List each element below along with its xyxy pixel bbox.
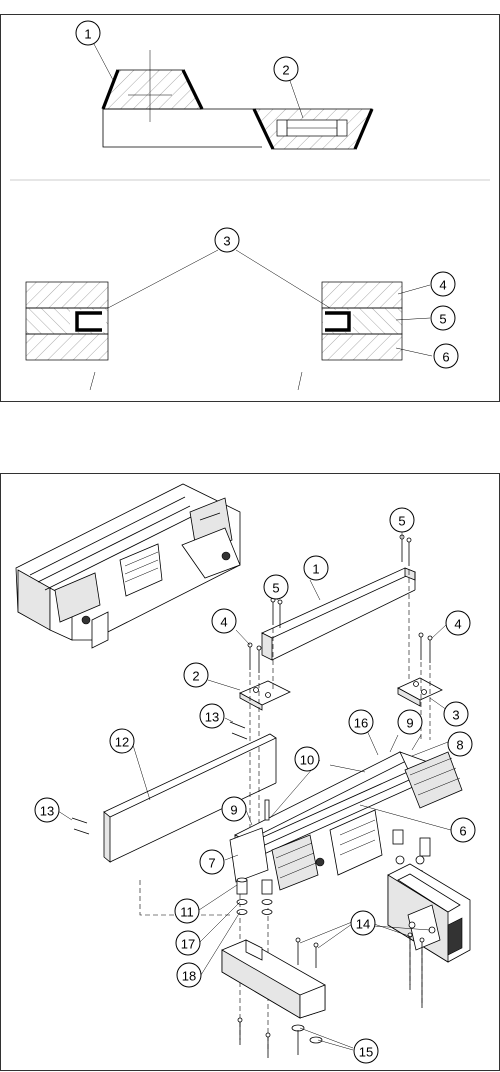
callout-b13-left: 13 xyxy=(35,798,59,822)
svg-text:5: 5 xyxy=(272,581,279,596)
callout-b15: 15 xyxy=(354,1039,378,1063)
callout-b5-left: 5 xyxy=(264,575,288,599)
svg-text:1: 1 xyxy=(312,562,319,577)
callout-b11: 11 xyxy=(175,899,199,923)
trapezoid-section xyxy=(103,50,262,147)
callout-b5-right: 5 xyxy=(390,508,414,532)
bottom-panel: 1 2 3 4 4 5 5 6 xyxy=(1,474,500,1071)
svg-text:5: 5 xyxy=(439,312,446,327)
svg-text:3: 3 xyxy=(452,708,459,723)
bottom-screws-15 xyxy=(238,1018,322,1058)
callout-b14: 14 xyxy=(351,911,375,935)
callout-2: 2 xyxy=(274,57,298,81)
callout-b17: 17 xyxy=(176,931,200,955)
svg-text:6: 6 xyxy=(442,350,449,365)
svg-text:17: 17 xyxy=(181,937,195,952)
svg-text:2: 2 xyxy=(282,63,289,78)
callout-b7: 7 xyxy=(200,850,224,874)
pins-13 xyxy=(72,722,247,834)
callout-6: 6 xyxy=(434,344,458,368)
callout-3: 3 xyxy=(215,228,239,252)
callout-b6: 6 xyxy=(451,818,475,842)
svg-text:6: 6 xyxy=(459,824,466,839)
callout-b4-left: 4 xyxy=(212,609,236,633)
top-panel: 1 2 3 4 5 6 xyxy=(1,15,500,402)
svg-text:4: 4 xyxy=(220,615,227,630)
svg-text:16: 16 xyxy=(354,716,368,731)
svg-text:1: 1 xyxy=(84,27,91,42)
svg-text:18: 18 xyxy=(182,969,196,984)
svg-text:13: 13 xyxy=(40,804,54,819)
callout-5: 5 xyxy=(431,306,455,330)
groove-section xyxy=(254,109,372,149)
svg-text:13: 13 xyxy=(205,710,219,725)
part-2-plate xyxy=(240,681,290,710)
screws-4 xyxy=(248,633,432,673)
assembled-machine xyxy=(16,484,240,648)
right-bracket xyxy=(388,864,470,962)
svg-text:3: 3 xyxy=(223,234,230,249)
svg-text:14: 14 xyxy=(356,917,370,932)
callout-b12: 12 xyxy=(110,729,134,753)
svg-text:7: 7 xyxy=(208,856,215,871)
callout-b18: 18 xyxy=(177,963,201,987)
svg-text:10: 10 xyxy=(300,753,314,768)
svg-text:9: 9 xyxy=(230,803,237,818)
callout-b10: 10 xyxy=(295,747,319,771)
left-seal-section xyxy=(26,282,108,390)
svg-text:2: 2 xyxy=(192,669,199,684)
svg-text:15: 15 xyxy=(359,1045,373,1060)
svg-text:8: 8 xyxy=(456,738,463,753)
callout-b9-right: 9 xyxy=(398,710,422,734)
svg-text:4: 4 xyxy=(439,278,446,293)
callout-b13-top: 13 xyxy=(200,704,224,728)
callout-b1: 1 xyxy=(304,556,328,580)
right-seal-section xyxy=(298,282,402,390)
main-machine xyxy=(230,752,462,890)
callout-b2: 2 xyxy=(184,663,208,687)
callout-b8: 8 xyxy=(448,732,472,756)
callout-b3: 3 xyxy=(444,702,468,726)
callout-4: 4 xyxy=(431,272,455,296)
callout-1: 1 xyxy=(76,21,100,45)
callout-b9-left: 9 xyxy=(222,797,246,821)
svg-text:11: 11 xyxy=(180,905,194,920)
svg-text:4: 4 xyxy=(454,617,461,632)
bottom-bracket xyxy=(222,940,325,1018)
callout-b16: 16 xyxy=(349,710,373,734)
svg-text:12: 12 xyxy=(115,735,129,750)
callout-b4-right: 4 xyxy=(446,611,470,635)
svg-text:9: 9 xyxy=(406,716,413,731)
svg-text:5: 5 xyxy=(398,514,405,529)
